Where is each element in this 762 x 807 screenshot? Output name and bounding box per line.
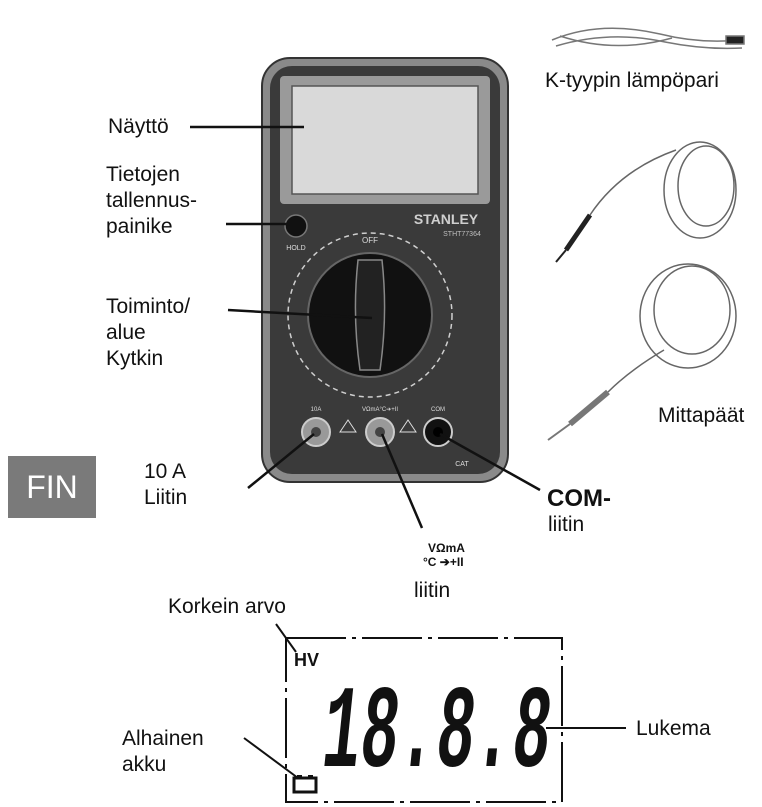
jack-10a-text: 10A	[311, 407, 322, 413]
switch-knob	[354, 259, 386, 371]
label-display: Näyttö	[108, 115, 169, 138]
leader-line-com	[439, 432, 541, 492]
hold-button-text: HOLD	[286, 245, 305, 252]
label-hold-button: Tietojen tallennus- painike	[106, 163, 198, 238]
thermocouple-icon	[551, 27, 745, 50]
hold-button[interactable]	[284, 214, 308, 238]
label-low-battery: Alhainen akku	[122, 727, 204, 776]
leader-line-10a	[247, 433, 315, 489]
leader-line-max	[275, 623, 297, 653]
label-probes: Mittapäät	[658, 404, 745, 427]
low-battery-icon	[292, 775, 318, 794]
label-jack-v-symbols-2: °C ➔+II	[423, 555, 464, 569]
label-max-value: Korkein arvo	[168, 595, 286, 618]
warning-icon	[399, 419, 417, 433]
lcd-digits: 18.8.8	[323, 669, 551, 802]
meter-screen	[291, 85, 479, 195]
jack-v-text: VΩmA°C➔+II	[362, 407, 398, 413]
label-jack-com-title: COM-	[547, 485, 611, 512]
label-function-switch: Toiminto/ alue Kytkin	[106, 295, 191, 370]
label-jack-com: liitin	[548, 513, 585, 536]
jack-com-text: COM	[431, 407, 445, 413]
switch-off-text: OFF	[362, 236, 378, 245]
leader-line-switch	[227, 308, 373, 320]
leader-line-v	[380, 433, 424, 529]
label-jack-v: liitin	[414, 579, 451, 602]
language-tab: FIN	[8, 456, 96, 518]
dial-ring	[287, 232, 453, 398]
leader-line-battery	[243, 737, 299, 779]
lcd-hv-indicator: HV	[294, 650, 319, 670]
label-jack-10a: 10 A Liitin	[144, 460, 188, 509]
label-jack-v-symbols-1: VΩmA	[428, 541, 465, 555]
meter-model: STHT77364	[443, 231, 481, 238]
meter-cat-text: CAT	[455, 461, 469, 468]
probe-icon	[547, 263, 737, 441]
warning-icon	[339, 419, 357, 433]
label-thermocouple: K-tyypin lämpöpari	[545, 69, 719, 92]
meter-brand: STANLEY	[414, 211, 479, 227]
probe-icon	[555, 141, 737, 263]
label-reading: Lukema	[636, 717, 711, 740]
lcd-panel	[285, 637, 563, 803]
